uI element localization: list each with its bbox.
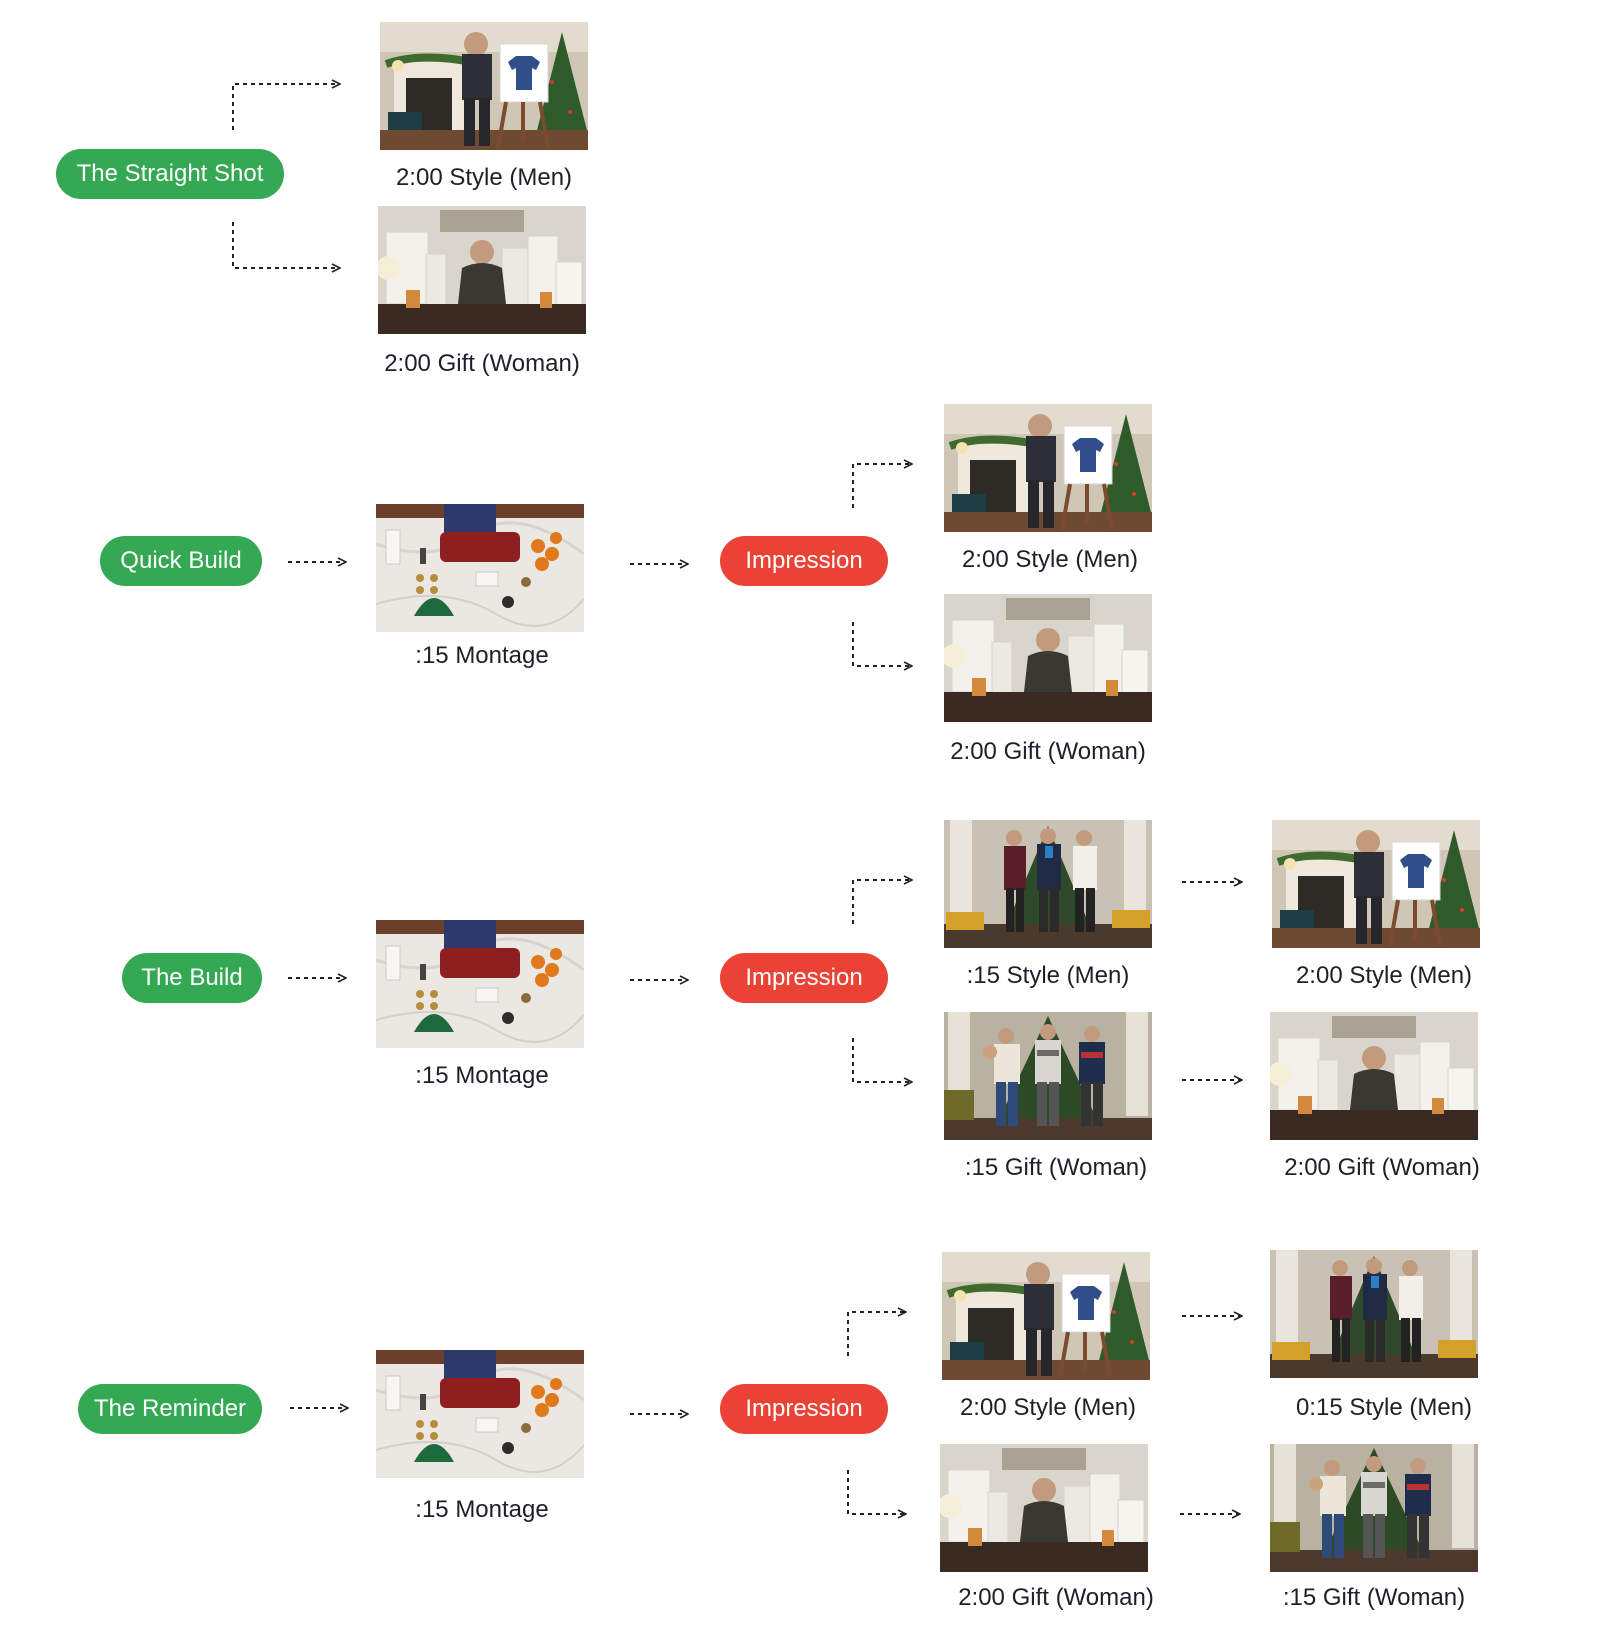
arrow-quick-impression-to-gift (852, 622, 912, 666)
thumb-montage (376, 920, 584, 1048)
caption-gift-woman-200: 2:00 Gift (Woman) (958, 1584, 1154, 1611)
thumb-gift-woman-15 (944, 1012, 1152, 1140)
thumb-gift-woman (378, 206, 586, 334)
arrow-straight-to-style (232, 84, 340, 130)
caption-gift-woman: 2:00 Gift (Woman) (384, 350, 580, 377)
thumb-montage (376, 1350, 584, 1478)
caption-gift-woman: 2:00 Gift (Woman) (950, 738, 1146, 765)
thumb-gift-woman-200 (1270, 1012, 1478, 1140)
caption-montage: :15 Montage (415, 1062, 549, 1089)
thumb-style-men-200 (942, 1252, 1150, 1380)
thumb-style-men-015 (1270, 1250, 1478, 1378)
impression-pill: Impression (720, 536, 888, 586)
caption-montage: :15 Montage (415, 1496, 549, 1523)
thumb-montage (376, 504, 584, 632)
strategy-pill-the-build: The Build (122, 953, 262, 1003)
caption-style-men-200: 2:00 Style (Men) (959, 1394, 1137, 1421)
caption-style-men: 2:00 Style (Men) (395, 164, 573, 191)
caption-gift-woman-15: :15 Gift (Woman) (1282, 1584, 1466, 1611)
arrow-build-impression-to-gift (852, 1038, 912, 1082)
arrow-quick-impression-to-style (852, 464, 912, 508)
arrow-reminder-impression-to-gift (847, 1470, 906, 1514)
thumb-gift-woman-200 (940, 1444, 1148, 1572)
caption-style-men-200: 2:00 Style (Men) (1295, 962, 1473, 989)
thumb-gift-woman-15 (1270, 1444, 1478, 1572)
impression-pill: Impression (720, 953, 888, 1003)
caption-gift-woman-200: 2:00 Gift (Woman) (1284, 1154, 1480, 1181)
strategy-pill-the-reminder: The Reminder (78, 1384, 262, 1434)
arrow-build-impression-to-style (852, 880, 912, 924)
impression-pill: Impression (720, 1384, 888, 1434)
caption-montage: :15 Montage (415, 642, 549, 669)
arrow-straight-to-gift (232, 222, 340, 268)
thumb-gift-woman (944, 594, 1152, 722)
thumb-style-men-200 (1272, 820, 1480, 948)
strategy-pill-straight-shot: The Straight Shot (56, 149, 284, 199)
thumb-style-men (380, 22, 588, 150)
caption-style-men: 2:00 Style (Men) (961, 546, 1139, 573)
caption-style-men-015: 0:15 Style (Men) (1295, 1394, 1473, 1421)
arrow-reminder-impression-to-style (847, 1312, 906, 1356)
thumb-style-men (944, 404, 1152, 532)
strategy-pill-quick-build: Quick Build (100, 536, 262, 586)
thumb-style-men-15 (944, 820, 1152, 948)
caption-gift-woman-15: :15 Gift (Woman) (964, 1154, 1148, 1181)
caption-style-men-15: :15 Style (Men) (966, 962, 1130, 989)
